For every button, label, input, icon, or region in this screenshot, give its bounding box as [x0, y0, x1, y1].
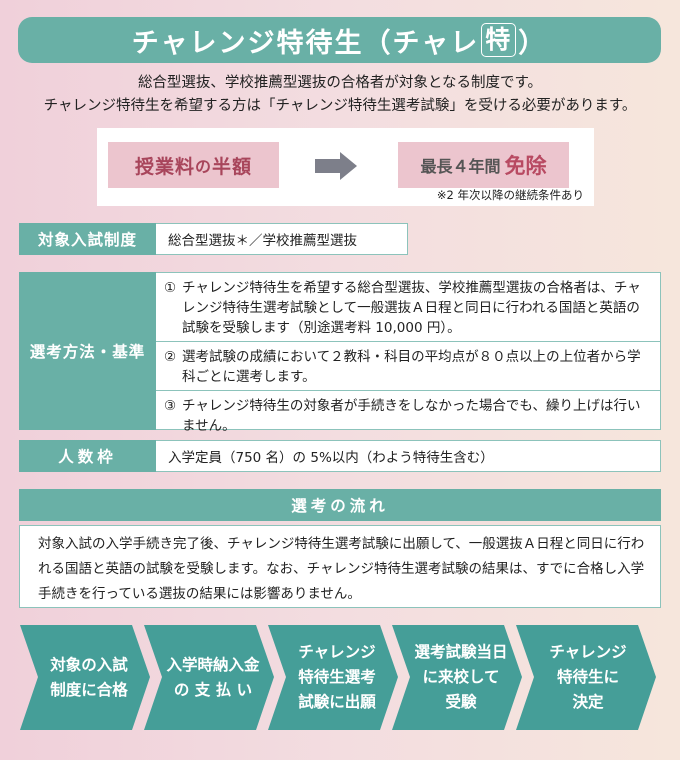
benefit-right-accent: 免除: [504, 154, 547, 178]
flow-step-text: 対象の入試 制度に合格: [50, 655, 128, 699]
benefit-note: ※2 年次以降の継続条件あり: [436, 188, 584, 202]
eligibility-row: 対象入試制度 総合型選抜＊／学校推薦型選抜: [19, 223, 408, 255]
benefit-left-text-1: 授業料: [134, 155, 195, 178]
flow-step-5: チャレンジ 特待生に 決定: [516, 625, 656, 730]
title-main: チャレンジ特待生（チャレ: [131, 27, 480, 59]
criteria-item: ① チャレンジ特待生を希望する総合型選抜、学校推薦型選抜の合格者は、チャレンジ特…: [156, 273, 660, 342]
benefit-left-text-3: 半額: [212, 155, 253, 178]
flow-step-text: チャレンジ 特待生選考 試験に出願: [298, 643, 376, 711]
title-boxed-char: 特: [481, 23, 517, 57]
benefit-right-text: 最長４年間: [420, 157, 501, 176]
criteria-text: チャレンジ特待生を希望する総合型選抜、学校推薦型選抜の合格者は、チャレンジ特待生…: [182, 280, 641, 336]
flow-step-4: 選考試験当日 に来校して 受験: [392, 625, 522, 730]
intro-line-1: 総合型選抜、学校推薦型選抜の合格者が対象となる制度です。: [137, 75, 543, 91]
benefit-half-tuition: 授業料の半額: [108, 142, 279, 188]
criteria-number: ②: [164, 349, 177, 365]
flow-description: 対象入試の入学手続き完了後、チャレンジ特待生選考試験に出願して、一般選抜Ａ日程と…: [19, 525, 661, 608]
flow-step-text: 入学時納入金 の 支 払 い: [166, 655, 260, 699]
flow-step-1: 対象の入試 制度に合格: [20, 625, 150, 730]
benefit-exemption: 最長４年間免除: [398, 142, 569, 188]
criteria-label: 選考方法・基準: [19, 272, 156, 430]
criteria-number: ③: [164, 398, 177, 414]
criteria-item: ② 選考試験の成績において２教科・科目の平均点が８０点以上の上位者から学科ごとに…: [156, 342, 660, 391]
criteria-text: 選考試験の成績において２教科・科目の平均点が８０点以上の上位者から学科ごとに選考…: [182, 349, 641, 385]
criteria-item: ③ チャレンジ特待生の対象者が手続きをしなかった場合でも、繰り上げは行いません。: [156, 391, 660, 439]
intro-text: 総合型選抜、学校推薦型選抜の合格者が対象となる制度です。 チャレンジ特待生を希望…: [0, 72, 680, 118]
criteria-list: ① チャレンジ特待生を希望する総合型選抜、学校推薦型選抜の合格者は、チャレンジ特…: [156, 272, 661, 434]
benefit-left-text-2: の: [194, 157, 212, 176]
flow-step-3: チャレンジ 特待生選考 試験に出願: [268, 625, 398, 730]
flow-step-text: 選考試験当日 に来校して 受験: [414, 643, 508, 711]
right-arrow-icon: [315, 152, 357, 180]
title-close: ）: [518, 27, 548, 59]
flow-step-text: チャレンジ 特待生に 決定: [549, 643, 627, 711]
criteria-text: チャレンジ特待生の対象者が手続きをしなかった場合でも、繰り上げは行いません。: [182, 398, 641, 434]
flow-step-2: 入学時納入金 の 支 払 い: [144, 625, 274, 730]
flow-steps: 対象の入試 制度に合格 入学時納入金 の 支 払 い チャレンジ 特待生選考 試…: [20, 625, 660, 730]
quota-row: 人数枠 入学定員（750 名）の 5%以内（わよう特待生含む）: [19, 440, 661, 472]
criteria-number: ①: [164, 280, 177, 296]
benefit-panel: 授業料の半額 最長４年間免除 ※2 年次以降の継続条件あり: [97, 128, 594, 206]
quota-label: 人数枠: [19, 440, 156, 472]
eligibility-value: 総合型選抜＊／学校推薦型選抜: [156, 223, 408, 255]
flow-header: 選考の流れ: [19, 489, 661, 521]
eligibility-label: 対象入試制度: [19, 223, 156, 255]
page-title: チャレンジ特待生（チャレ特）: [18, 17, 661, 63]
intro-line-2: チャレンジ特待生を希望する方は「チャレンジ特待生選考試験」を受ける必要があります…: [43, 98, 637, 114]
criteria-row: 選考方法・基準 ① チャレンジ特待生を希望する総合型選抜、学校推薦型選抜の合格者…: [19, 272, 661, 434]
quota-value: 入学定員（750 名）の 5%以内（わよう特待生含む）: [156, 440, 661, 472]
